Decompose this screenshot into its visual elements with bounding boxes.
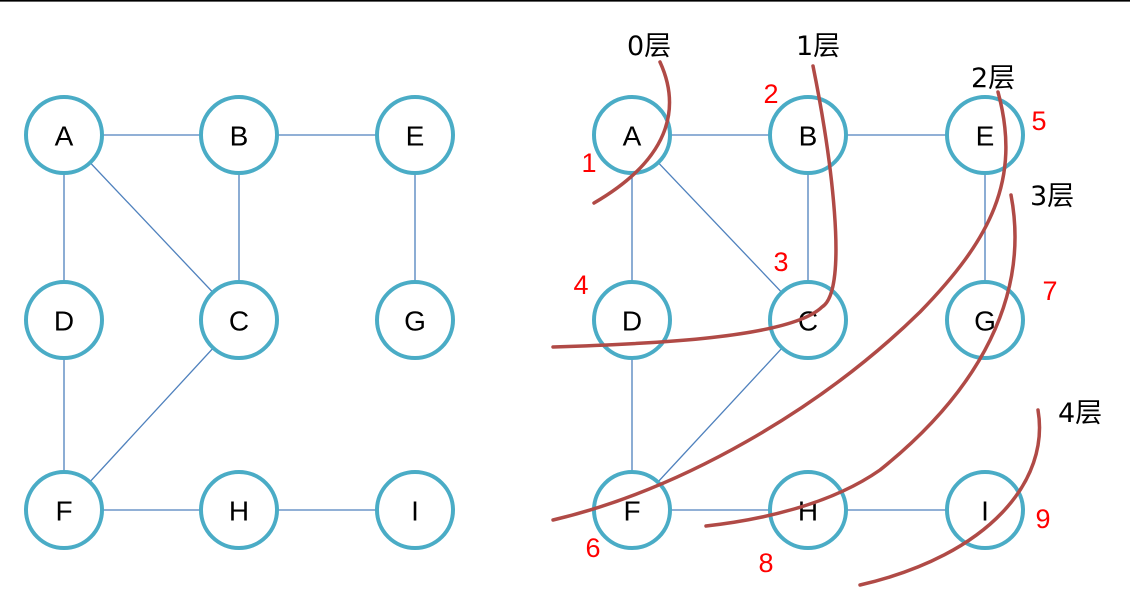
right-graph-nodes: A B E D C G F H I xyxy=(592,95,1025,550)
visit-order-b: 2 xyxy=(763,79,778,109)
layer-curve-2 xyxy=(551,90,1008,522)
layer-label-0: 0层 xyxy=(627,31,671,62)
left-node-a: A xyxy=(24,95,104,175)
visit-order-f: 6 xyxy=(585,533,600,563)
left-node-f: F xyxy=(24,470,104,550)
right-edge-a-c xyxy=(631,134,809,321)
left-node-label: A xyxy=(55,121,74,152)
layer-label-1: 1层 xyxy=(796,31,840,62)
right-node-a: A xyxy=(592,95,672,175)
right-node-circle xyxy=(592,280,672,360)
right-edge-c-f xyxy=(631,319,809,511)
right-node-b: B xyxy=(768,95,848,175)
layer-labels: 0层 1层 2层 3层 4层 xyxy=(627,31,1102,429)
right-node-label: D xyxy=(622,306,642,337)
visit-order-h: 8 xyxy=(758,548,773,578)
left-node-circle xyxy=(375,95,455,175)
left-node-circle xyxy=(199,470,279,550)
left-graph-nodes: A B E D C G F H I xyxy=(24,95,455,550)
right-node-label: E xyxy=(976,121,995,152)
left-node-d: D xyxy=(24,280,104,360)
left-node-label: F xyxy=(55,496,72,527)
visit-order-d: 4 xyxy=(573,270,588,300)
layer-curve-0 xyxy=(592,60,672,205)
left-node-g: G xyxy=(375,280,455,360)
right-node-label: H xyxy=(798,496,818,527)
left-node-label: C xyxy=(229,306,249,337)
visit-order-e: 5 xyxy=(1031,106,1046,136)
visit-order-a: 1 xyxy=(581,148,596,178)
left-node-circle xyxy=(199,95,279,175)
visit-order-c: 3 xyxy=(773,247,788,277)
left-node-circle xyxy=(199,280,279,360)
layer-label-4: 4层 xyxy=(1058,398,1102,429)
layer-curve-4 xyxy=(858,408,1042,587)
right-node-d: D xyxy=(592,280,672,360)
right-node-e: E xyxy=(945,95,1025,175)
right-node-circle xyxy=(945,470,1025,550)
layer-curves xyxy=(551,60,1042,587)
left-node-circle xyxy=(24,95,104,175)
layer-curve-3 xyxy=(704,193,1017,528)
left-node-label: I xyxy=(411,496,419,527)
left-node-label: D xyxy=(54,306,74,337)
left-node-circle xyxy=(375,470,455,550)
left-node-circle xyxy=(24,280,104,360)
left-node-label: H xyxy=(229,496,249,527)
right-node-label: F xyxy=(623,496,640,527)
left-node-label: E xyxy=(406,121,425,152)
visit-order-g: 7 xyxy=(1042,276,1057,306)
left-edge-c-f xyxy=(63,319,240,511)
left-node-b: B xyxy=(199,95,279,175)
visit-order-i: 9 xyxy=(1035,504,1050,534)
right-node-c: C xyxy=(768,280,848,360)
layer-label-2: 2层 xyxy=(971,63,1015,94)
layer-curve-1 xyxy=(551,64,838,349)
right-node-i: I xyxy=(945,470,1025,550)
left-node-label: G xyxy=(404,306,426,337)
left-node-i: I xyxy=(375,470,455,550)
left-edge-a-c xyxy=(63,134,240,321)
left-node-c: C xyxy=(199,280,279,360)
right-node-circle xyxy=(768,470,848,550)
layer-label-3: 3层 xyxy=(1030,181,1074,212)
visit-order-labels: 1 2 5 4 3 7 6 8 9 xyxy=(573,79,1057,578)
right-node-label: G xyxy=(974,306,996,337)
left-node-circle xyxy=(24,470,104,550)
left-node-h: H xyxy=(199,470,279,550)
left-node-label: B xyxy=(230,121,249,152)
right-node-label: B xyxy=(799,121,818,152)
left-node-e: E xyxy=(375,95,455,175)
right-node-label: A xyxy=(623,121,642,152)
right-node-label: I xyxy=(981,496,989,527)
left-node-circle xyxy=(375,280,455,360)
right-node-h: H xyxy=(768,470,848,550)
